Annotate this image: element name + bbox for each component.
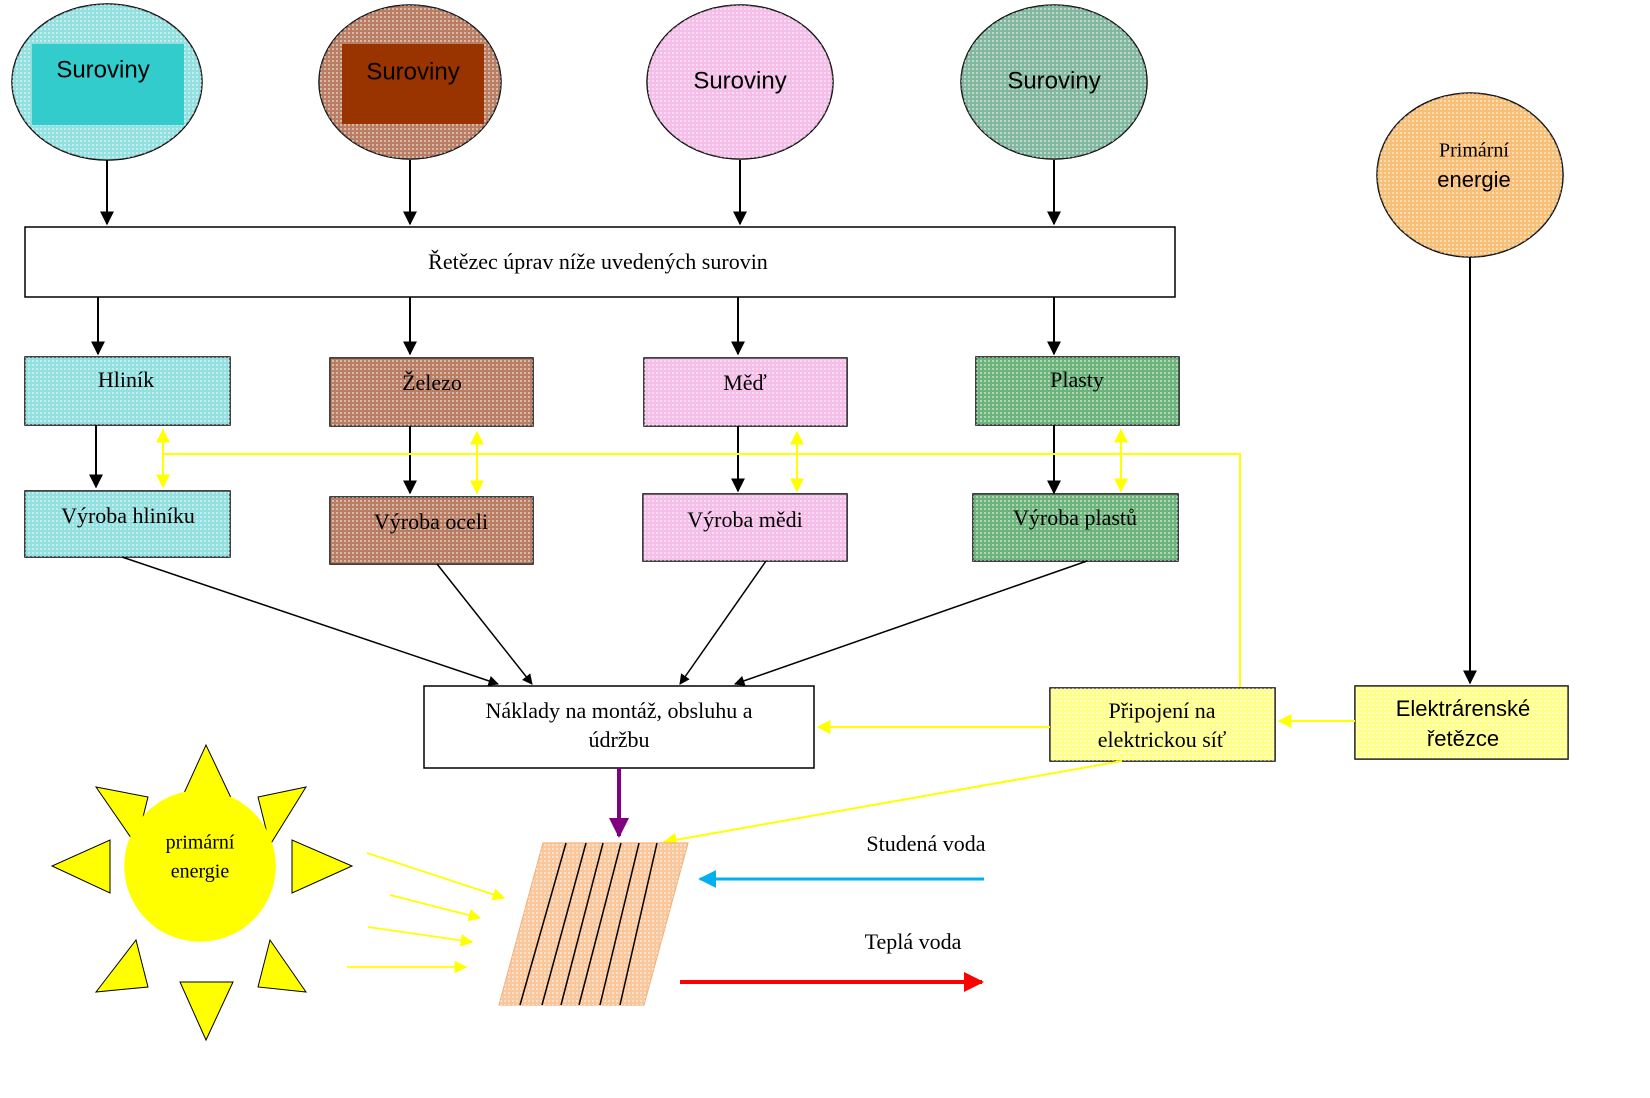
raw-material-iron: Suroviny bbox=[318, 4, 502, 160]
grid-connection-box: Připojení na elektrickou síť bbox=[1049, 687, 1276, 762]
production-label: Výroba plastů bbox=[1013, 505, 1137, 530]
raw-material-label: Suroviny bbox=[693, 67, 786, 94]
material-label: Plasty bbox=[1050, 367, 1104, 392]
hot-water-label: Teplá voda bbox=[865, 929, 962, 954]
solar-collector bbox=[498, 842, 689, 1006]
material-iron: Železo bbox=[329, 357, 534, 427]
hot-water-flow: Teplá voda bbox=[680, 929, 984, 992]
sun-label-2: energie bbox=[171, 861, 230, 883]
raw-material-plastics: Suroviny bbox=[960, 4, 1148, 160]
raw-material-label: Suroviny bbox=[1007, 67, 1100, 94]
raw-material-copper: Suroviny bbox=[646, 4, 834, 160]
arrows-production-to-costs bbox=[121, 556, 1088, 686]
processing-chain-label: Řetězec úprav níže uvedených surovin bbox=[428, 249, 768, 274]
production-label: Výroba oceli bbox=[374, 509, 488, 534]
sun-rays bbox=[347, 852, 506, 974]
processing-chain-box: Řetězec úprav níže uvedených surovin bbox=[24, 226, 1176, 298]
cold-water-flow: Studená voda bbox=[698, 831, 986, 888]
power-chain-box: Elektrárenské řetězce bbox=[1354, 685, 1569, 760]
costs-label-1: Náklady na montáž, obsluhu a bbox=[486, 698, 753, 723]
material-plastics: Plasty bbox=[975, 356, 1180, 426]
cold-water-label: Studená voda bbox=[866, 831, 985, 856]
costs-label-2: údržbu bbox=[588, 727, 649, 752]
energy-supply-lines bbox=[156, 428, 1241, 690]
production-label: Výroba hliníku bbox=[61, 503, 195, 528]
sun-icon: primární energie bbox=[50, 743, 354, 1042]
production-aluminium: Výroba hliníku bbox=[24, 490, 231, 558]
primary-energy-label-1: Primární bbox=[1439, 140, 1509, 162]
costs-box: Náklady na montáž, obsluhu a údržbu bbox=[423, 685, 815, 769]
production-steel: Výroba oceli bbox=[329, 496, 534, 565]
material-label: Železo bbox=[402, 370, 462, 395]
material-label: Hliník bbox=[98, 367, 154, 392]
production-label: Výroba mědi bbox=[687, 507, 802, 532]
material-label: Měď bbox=[723, 370, 767, 395]
raw-material-label: Suroviny bbox=[366, 58, 459, 85]
grid-connection-arrows bbox=[662, 714, 1355, 847]
production-copper: Výroba mědi bbox=[642, 493, 848, 562]
power-chain-label-1: Elektrárenské bbox=[1396, 696, 1531, 721]
raw-material-label: Suroviny bbox=[56, 56, 149, 83]
arrows-raw-to-chain bbox=[100, 160, 1061, 226]
primary-energy-source: Primární energie bbox=[1376, 92, 1564, 258]
grid-connection-label-2: elektrickou síť bbox=[1098, 727, 1227, 752]
sun-label-1: primární bbox=[166, 832, 235, 854]
arrows-chain-to-materials bbox=[91, 297, 1061, 356]
power-chain-label-2: řetězce bbox=[1427, 726, 1499, 751]
raw-material-aluminium: Suroviny bbox=[11, 3, 203, 161]
grid-connection-label-1: Připojení na bbox=[1109, 698, 1216, 723]
material-copper: Měď bbox=[643, 357, 848, 427]
material-aluminium: Hliník bbox=[24, 356, 231, 426]
arrows-material-to-production bbox=[89, 425, 1061, 495]
primary-energy-label-2: energie bbox=[1437, 167, 1510, 192]
production-plastics: Výroba plastů bbox=[972, 493, 1179, 562]
